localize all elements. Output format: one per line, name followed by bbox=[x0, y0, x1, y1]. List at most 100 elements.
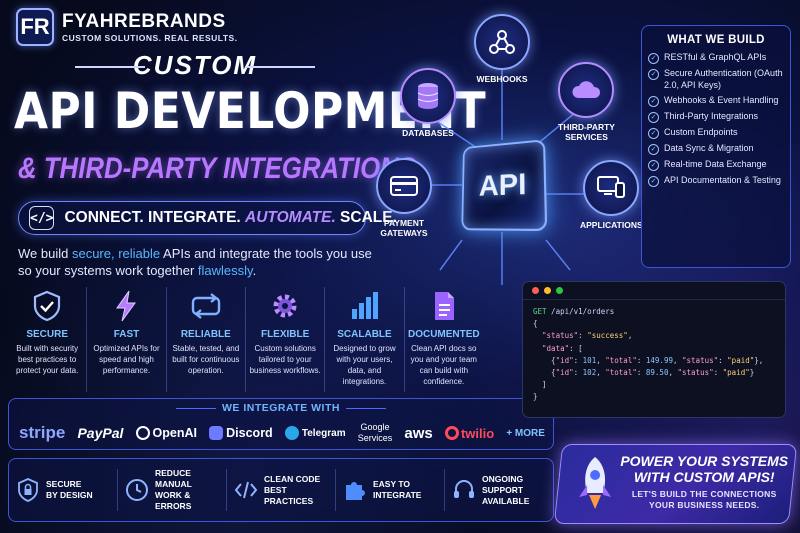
telegram-icon bbox=[284, 426, 299, 440]
maximize-dot-icon bbox=[556, 287, 563, 294]
build-item: ✓Custom Endpoints bbox=[648, 127, 784, 139]
feature-title: SCALABLE bbox=[337, 329, 392, 340]
feature-reliable: RELIABLE Stable, tested, and built for c… bbox=[167, 287, 246, 392]
openai-logo: OpenAI bbox=[135, 426, 197, 440]
build-item: ✓Data Sync & Migration bbox=[648, 143, 784, 155]
third-party-node: THIRD-PARTY SERVICES bbox=[558, 62, 615, 142]
twilio-logo: twilio bbox=[444, 426, 494, 441]
stripe-logo: stripe bbox=[19, 423, 66, 442]
feature-title: DOCUMENTED bbox=[407, 329, 480, 340]
aws-logo: aws bbox=[404, 424, 433, 442]
benefit-secure: SECURE BY DESIGN bbox=[9, 469, 118, 511]
cloud-icon bbox=[558, 62, 615, 118]
build-item: ✓API Documentation & Testing bbox=[648, 175, 784, 187]
benefit-support: ONGOING SUPPORT AVAILABLE bbox=[445, 469, 553, 511]
clock-icon bbox=[126, 479, 148, 501]
benefits-strip: SECURE BY DESIGN REDUCE MANUAL WORK & ER… bbox=[8, 458, 554, 522]
feature-desc: Designed to grow with your users, data, … bbox=[333, 344, 396, 386]
check-icon: ✓ bbox=[648, 69, 659, 80]
check-icon: ✓ bbox=[648, 53, 659, 64]
feature-desc: Built with security best practices to pr… bbox=[16, 344, 79, 375]
cta-subtitle: LET'S BUILD THE CONNECTIONS YOUR BUSINES… bbox=[631, 489, 777, 510]
benefit-label: EASY TO INTEGRATE bbox=[373, 479, 422, 500]
build-item: ✓RESTful & GraphQL APIs bbox=[648, 52, 784, 64]
integrations-strip: WE INTEGRATE WITH stripe PayPal OpenAI D… bbox=[8, 398, 554, 450]
build-item: ✓Webhooks & Event Handling bbox=[648, 95, 784, 107]
check-icon: ✓ bbox=[648, 160, 659, 171]
sync-icon bbox=[191, 293, 221, 319]
integrations-title: WE INTEGRATE WITH bbox=[9, 402, 553, 414]
check-icon: ✓ bbox=[648, 144, 659, 155]
webhooks-node: WEBHOOKS bbox=[474, 14, 530, 84]
telegram-logo: Telegram bbox=[284, 426, 346, 440]
feature-title: RELIABLE bbox=[180, 329, 231, 340]
feature-desc: Optimized APIs for speed and high perfor… bbox=[93, 344, 160, 375]
devices-icon bbox=[583, 160, 640, 216]
cta-banner[interactable]: POWER YOUR SYSTEMS WITH CUSTOM APIS! LET… bbox=[553, 444, 798, 524]
check-icon: ✓ bbox=[648, 112, 659, 123]
code-window: GET /api/v1/orders { "status": "success"… bbox=[522, 281, 786, 418]
api-cube-label: API bbox=[478, 167, 527, 203]
code-snippet: GET /api/v1/orders { "status": "success"… bbox=[533, 307, 764, 402]
feature-desc: Clean API docs so you and your team can … bbox=[410, 344, 477, 386]
feature-title: FAST bbox=[113, 329, 140, 340]
lock-shield-icon bbox=[18, 478, 38, 502]
databases-node: DATABASES bbox=[400, 68, 456, 138]
discord-logo: Discord bbox=[209, 426, 273, 440]
slogan-banner: </> CONNECT. INTEGRATE. AUTOMATE. SCALE. bbox=[18, 201, 397, 235]
lightning-icon bbox=[116, 290, 137, 322]
brand-tagline: CUSTOM SOLUTIONS. REAL RESULTS. bbox=[62, 33, 238, 43]
shield-check-icon bbox=[34, 290, 61, 322]
benefit-easy-integrate: EASY TO INTEGRATE bbox=[336, 469, 445, 511]
feature-list: SECURE Built with security best practice… bbox=[8, 287, 483, 392]
gear-icon bbox=[273, 294, 297, 318]
openai-icon bbox=[135, 426, 150, 440]
slogan-text: CONNECT. INTEGRATE. AUTOMATE. SCALE. bbox=[64, 209, 397, 226]
feature-title: SECURE bbox=[26, 329, 68, 340]
credit-card-icon bbox=[376, 158, 432, 214]
twilio-icon bbox=[444, 426, 459, 440]
feature-documented: DOCUMENTED Clean API docs so you and you… bbox=[405, 287, 483, 392]
bar-chart-icon bbox=[352, 292, 379, 319]
code-brackets-icon: </> bbox=[29, 206, 55, 230]
build-item: ✓Secure Authentication (OAuth 2.0, API K… bbox=[648, 68, 784, 91]
applications-label: APPLICATIONS bbox=[580, 220, 643, 230]
code-window-titlebar bbox=[523, 282, 785, 300]
benefit-label: SECURE BY DESIGN bbox=[46, 479, 93, 500]
puzzle-icon bbox=[346, 482, 365, 500]
build-item: ✓Third-Party Integrations bbox=[648, 111, 784, 123]
cta-title: POWER YOUR SYSTEMS WITH CUSTOM APIS! bbox=[620, 453, 789, 485]
more-integrations: + MORE bbox=[506, 427, 545, 439]
databases-label: DATABASES bbox=[402, 128, 454, 138]
headset-icon bbox=[454, 480, 474, 498]
discord-icon bbox=[209, 426, 224, 440]
feature-fast: FAST Optimized APIs for speed and high p… bbox=[87, 287, 167, 392]
benefit-clean-code: CLEAN CODE BEST PRACTICES bbox=[227, 469, 336, 511]
title-integrations: & THIRD-PARTY INTEGRATIONS bbox=[18, 152, 417, 185]
feature-flexible: FLEXIBLE Custom solutions tailored to yo… bbox=[246, 287, 326, 392]
api-cube: API bbox=[461, 139, 548, 232]
benefit-label: ONGOING SUPPORT AVAILABLE bbox=[482, 473, 530, 506]
third-party-label: THIRD-PARTY SERVICES bbox=[558, 122, 615, 142]
paypal-logo: PayPal bbox=[77, 425, 124, 441]
api-diagram: WEBHOOKS DATABASES THIRD-PARTY SERVICES … bbox=[370, 0, 643, 290]
document-icon bbox=[434, 292, 454, 320]
webhooks-label: WEBHOOKS bbox=[476, 74, 528, 84]
benefit-label: CLEAN CODE BEST PRACTICES bbox=[264, 473, 321, 506]
applications-node: APPLICATIONS bbox=[580, 160, 643, 230]
check-icon: ✓ bbox=[648, 96, 659, 107]
benefit-reduce-manual: REDUCE MANUAL WORK & ERRORS bbox=[118, 468, 227, 511]
feature-scalable: SCALABLE Designed to grow with your user… bbox=[325, 287, 405, 392]
brand-name: FYAHREBRANDS bbox=[62, 11, 226, 32]
feature-desc: Custom solutions tailored to your busine… bbox=[249, 344, 321, 375]
check-icon: ✓ bbox=[648, 128, 659, 139]
payment-node: PAYMENT GATEWAYS bbox=[376, 158, 432, 238]
minimize-dot-icon bbox=[544, 287, 551, 294]
database-icon bbox=[400, 68, 456, 124]
brand-logo: FR bbox=[16, 8, 54, 46]
feature-title: FLEXIBLE bbox=[260, 329, 310, 340]
what-we-build-panel: WHAT WE BUILD ✓RESTful & GraphQL APIs ✓S… bbox=[641, 25, 791, 268]
feature-desc: Stable, tested, and built for continuous… bbox=[172, 344, 240, 375]
